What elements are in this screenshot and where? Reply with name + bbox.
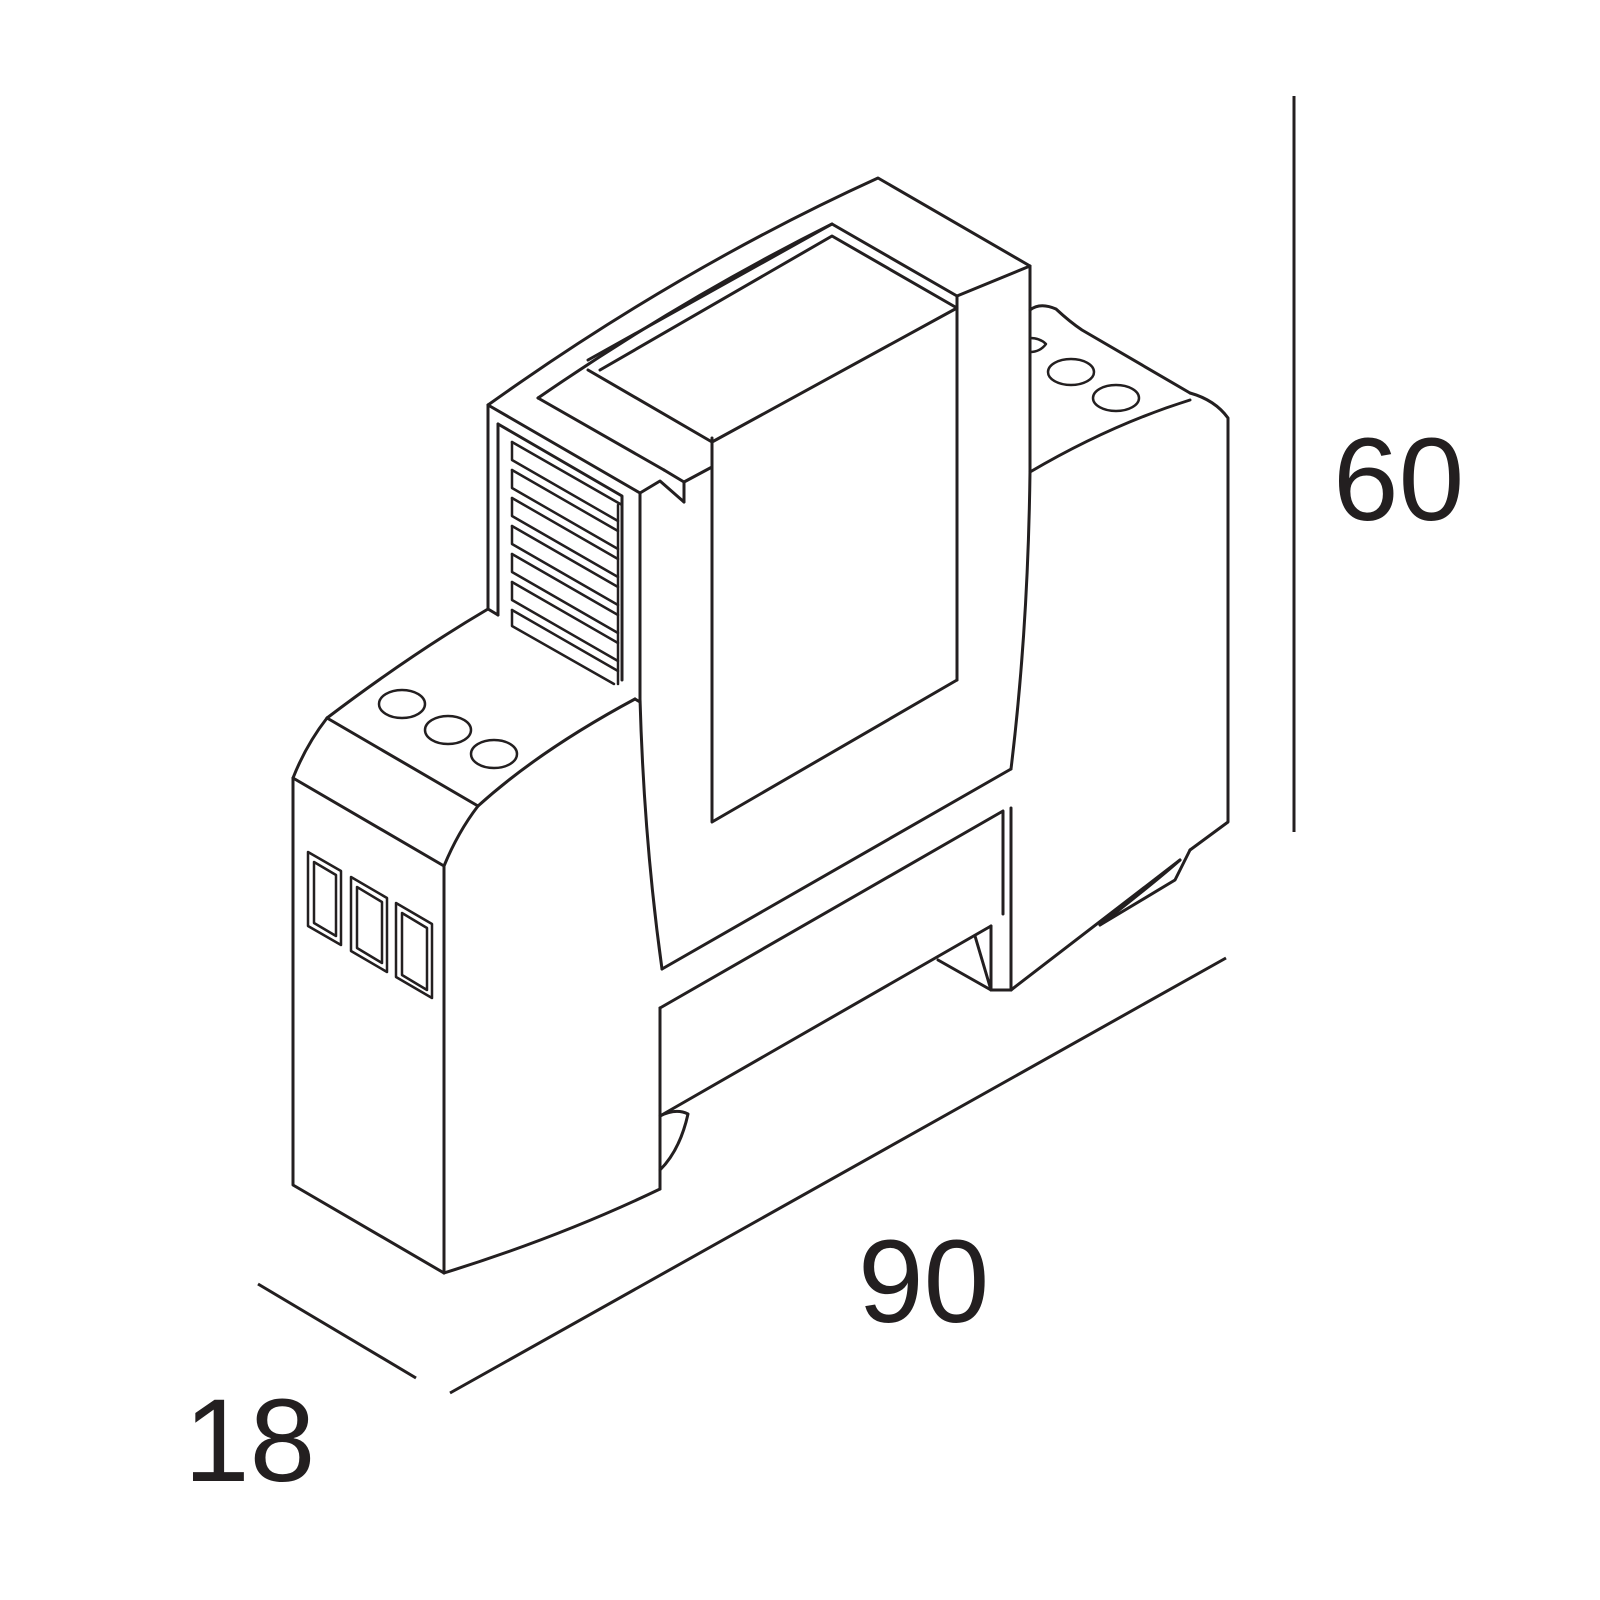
top-lid: [536, 222, 959, 504]
length-dimension-label: 90: [858, 1216, 989, 1348]
right-end-housing: [1028, 304, 1230, 852]
base-channel: [658, 806, 1192, 1172]
terminal-screw-hole: [1046, 357, 1096, 387]
terminal-screw-hole: [469, 738, 519, 770]
terminal-screw-hole: [423, 714, 473, 746]
dimension-length: 90: [449, 956, 1227, 1395]
left-top-shoulder: [325, 607, 637, 808]
terminal-screw-hole: [1091, 383, 1141, 413]
left-end-housing: [291, 716, 662, 1275]
front-label-windows: [306, 850, 434, 1000]
depth-dimension-label: 18: [184, 1375, 315, 1507]
dimension-height: 60: [1292, 96, 1464, 832]
ventilation-grille: [510, 440, 624, 686]
central-module: [486, 176, 1032, 971]
height-dimension-label: 60: [1333, 414, 1464, 546]
terminal-screw-hole: [377, 688, 427, 720]
device-body: [291, 176, 1230, 1275]
dimension-depth: 18: [184, 1282, 417, 1507]
